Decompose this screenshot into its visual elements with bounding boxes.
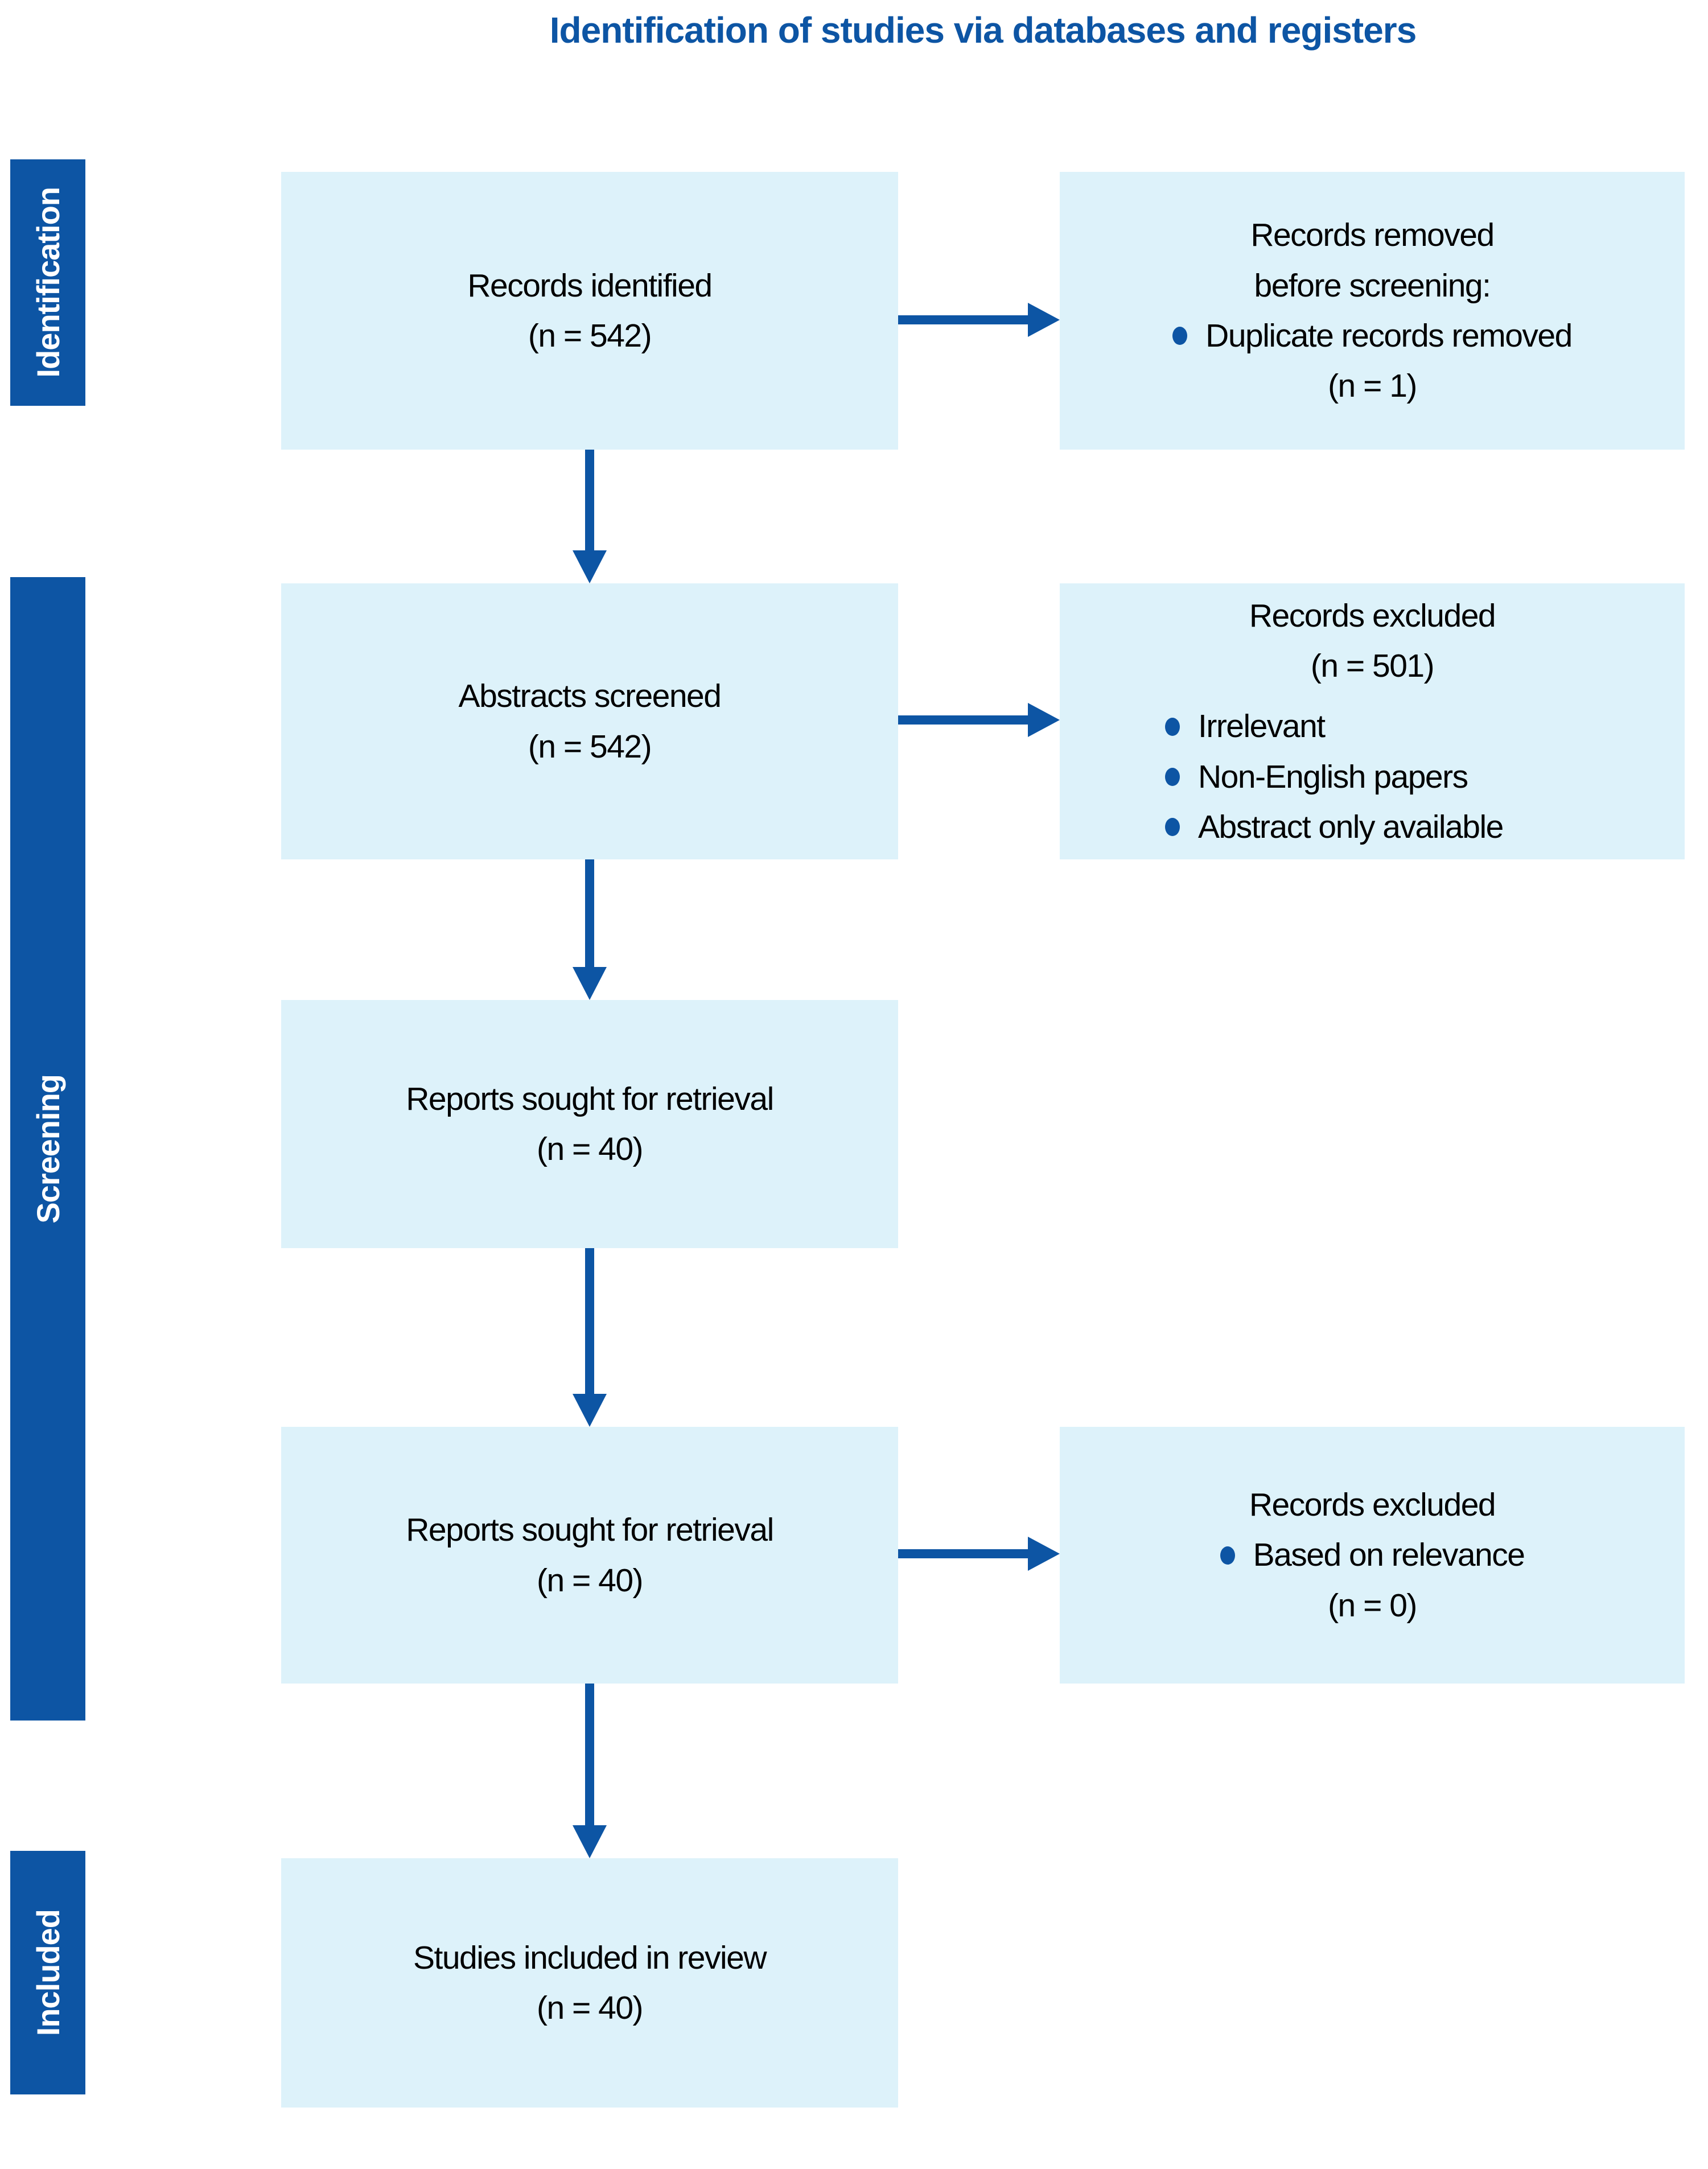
stage-bar-included: Included — [10, 1851, 85, 2094]
arrow-down-3 — [585, 1248, 594, 1394]
box-text: Reports sought for retrieval — [406, 1512, 774, 1549]
stage-bar-screening: Screening — [10, 577, 85, 1721]
bullet-icon — [1165, 818, 1180, 837]
bullet-item: Based on relevance — [1060, 1530, 1685, 1580]
box-records-excluded-screening: Records excluded (n = 501) Irrelevant No… — [1060, 583, 1685, 859]
bullet-text: Duplicate records removed — [1205, 318, 1573, 354]
box-text: Abstracts screened — [458, 678, 722, 715]
bullet-item: Non-English papers — [1060, 752, 1685, 802]
box-abstracts-screened: Abstracts screened (n = 542) — [281, 583, 898, 859]
box-reports-sought-2: Reports sought for retrieval (n = 40) — [281, 1427, 898, 1684]
box-count: (n = 542) — [528, 728, 652, 765]
diagram-title: Identification of studies via databases … — [549, 10, 1417, 51]
box-count: (n = 542) — [528, 318, 652, 354]
bullet-text: Based on relevance — [1253, 1537, 1525, 1574]
bullet-text: Non-English papers — [1198, 758, 1468, 795]
box-count: (n = 40) — [536, 1990, 644, 2026]
box-text: Studies included in review — [413, 1939, 767, 1976]
bullet-text: Irrelevant — [1198, 708, 1326, 745]
box-count: (n = 0) — [1328, 1587, 1417, 1624]
stage-label-screening: Screening — [30, 1074, 66, 1224]
box-count: (n = 501) — [1310, 647, 1435, 684]
box-count: (n = 40) — [536, 1562, 644, 1599]
arrow-right-3-head — [1028, 1537, 1060, 1571]
arrow-down-1-head — [573, 550, 607, 583]
arrow-right-1 — [898, 315, 1028, 324]
box-records-identified: Records identified (n = 542) — [281, 172, 898, 450]
arrow-down-2-head — [573, 967, 607, 1000]
box-text: Records identified — [467, 267, 713, 304]
arrow-down-4-head — [573, 1825, 607, 1858]
bullet-item: Abstract only available — [1060, 802, 1685, 852]
bullet-icon — [1165, 717, 1180, 736]
box-text: Records excluded — [1249, 1486, 1496, 1523]
box-records-removed: Records removed before screening: Duplic… — [1060, 172, 1685, 450]
arrow-right-1-head — [1028, 303, 1060, 337]
bullet-icon — [1172, 327, 1188, 345]
box-count: (n = 40) — [536, 1131, 644, 1167]
bullet-icon — [1165, 767, 1180, 786]
arrow-right-2 — [898, 715, 1028, 725]
arrow-down-4 — [585, 1684, 594, 1825]
bullet-icon — [1220, 1546, 1235, 1565]
stage-label-included: Included — [30, 1909, 66, 2036]
arrow-right-2-head — [1028, 703, 1060, 737]
box-count: (n = 1) — [1328, 368, 1417, 405]
arrow-down-2 — [585, 859, 594, 967]
bullet-item: Irrelevant — [1060, 701, 1685, 751]
box-text: Records excluded — [1249, 597, 1496, 634]
box-text: Reports sought for retrieval — [406, 1080, 774, 1117]
arrow-down-1 — [585, 450, 594, 550]
bullet-item: Duplicate records removed — [1060, 311, 1685, 361]
box-records-excluded-relevance: Records excluded Based on relevance (n =… — [1060, 1427, 1685, 1684]
box-text: Records removed — [1250, 217, 1495, 254]
box-reports-sought-1: Reports sought for retrieval (n = 40) — [281, 1000, 898, 1248]
bullet-text: Abstract only available — [1198, 809, 1504, 846]
box-text: before screening: — [1254, 267, 1491, 304]
arrow-down-3-head — [573, 1394, 607, 1427]
box-studies-included: Studies included in review (n = 40) — [281, 1858, 898, 2108]
stage-label-identification: Identification — [30, 187, 66, 378]
arrow-right-3 — [898, 1549, 1028, 1558]
stage-bar-identification: Identification — [10, 159, 85, 406]
